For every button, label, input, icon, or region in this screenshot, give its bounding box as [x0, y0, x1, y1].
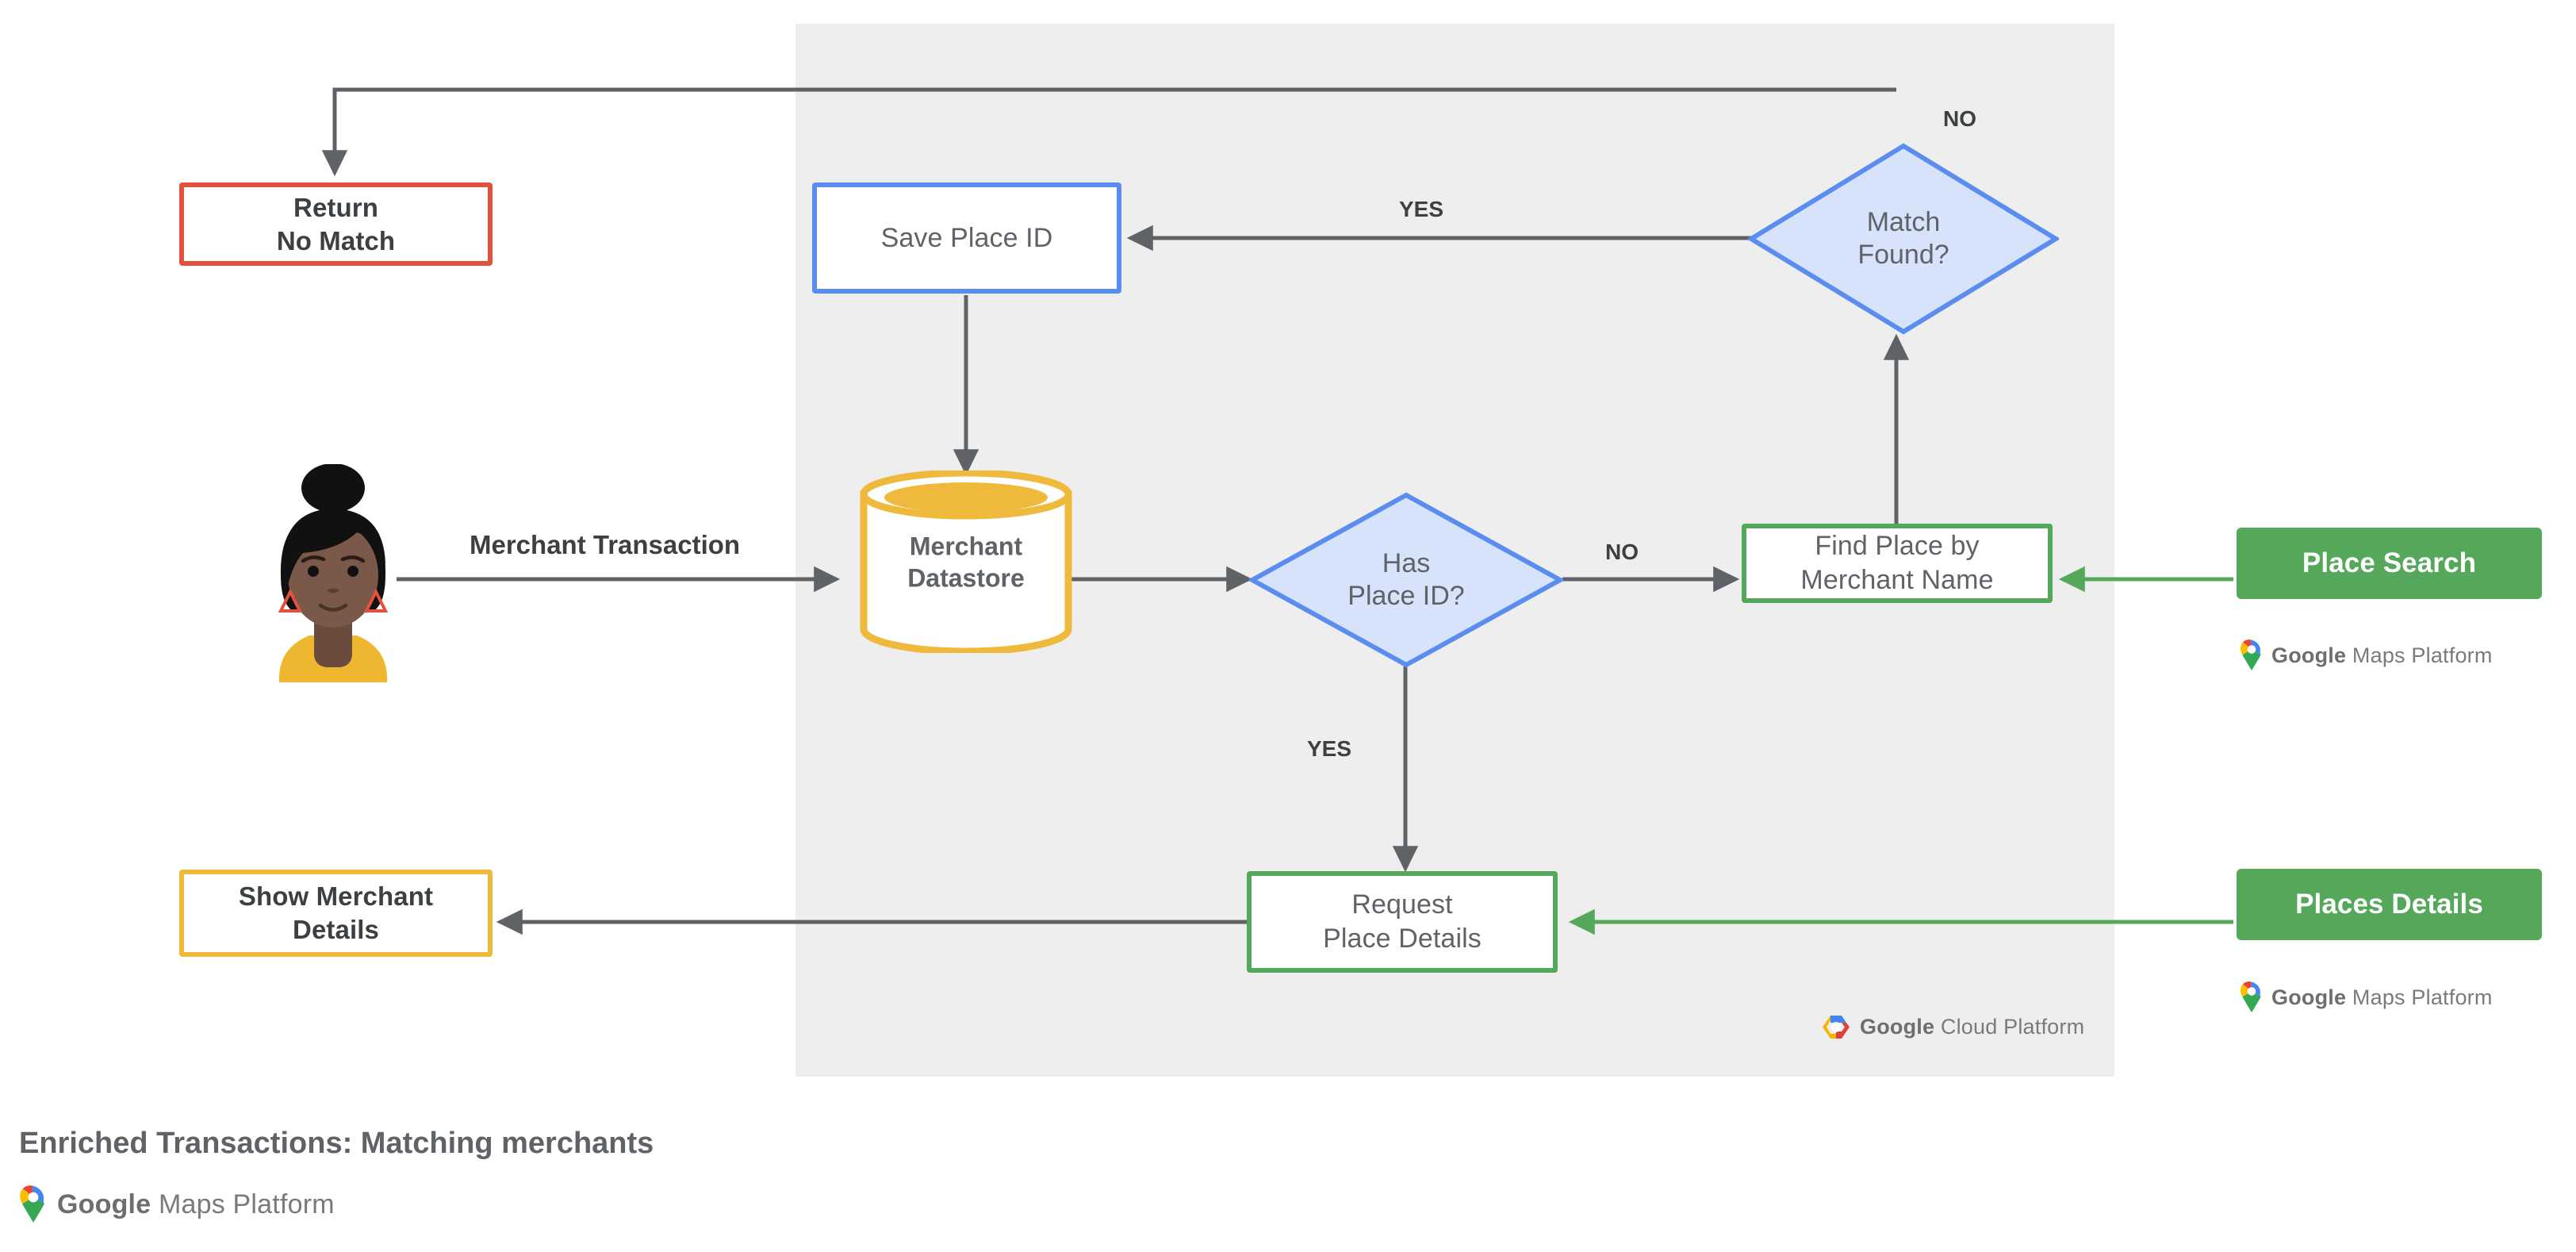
node-request-place-details-label: Request Place Details	[1323, 889, 1482, 954]
node-find-place-by-merchant-name-label: Find Place by Merchant Name	[1800, 531, 1994, 595]
node-has-place-id-decision[interactable]: Has Place ID?	[1249, 492, 1563, 668]
logo-google-word: Google	[57, 1189, 151, 1219]
node-save-place-id[interactable]: Save Place ID	[812, 182, 1121, 294]
node-merchant-datastore[interactable]: Merchant Datastore	[860, 470, 1072, 653]
edge-label-match-found-yes: YES	[1399, 197, 1444, 221]
node-has-place-id-label: Has Place ID?	[1347, 547, 1465, 611]
customer-avatar	[262, 463, 404, 682]
cylinder-shape	[860, 470, 1072, 653]
avatar-illustration	[278, 463, 389, 682]
google-cloud-hexagon-icon	[1823, 1016, 1850, 1039]
edge-label-match-found-no: NO	[1943, 106, 1976, 131]
logo-google-word: Google	[2271, 643, 2347, 667]
google-maps-pin-icon	[2241, 639, 2261, 670]
node-match-found-label: Match Found?	[1857, 206, 1949, 270]
node-merchant-datastore-label: Merchant Datastore	[907, 532, 1025, 593]
maps-platform-logo-place-search: Google Maps Platform	[2240, 639, 2493, 671]
maps-platform-logo-text: Google Maps Platform	[57, 1189, 335, 1220]
diamond-shape	[1249, 492, 1563, 668]
logo-google-word: Google	[1860, 1015, 1935, 1039]
edge-label-has-place-id-no: NO	[1605, 540, 1639, 564]
node-places-details-api[interactable]: Places Details	[2237, 869, 2542, 940]
logo-product-word: Maps Platform	[2352, 985, 2493, 1009]
cloud-platform-logo-text: Google Cloud Platform	[1860, 1015, 2084, 1039]
maps-platform-logo-text: Google Maps Platform	[2271, 643, 2493, 668]
node-place-search-label: Place Search	[2302, 547, 2477, 578]
maps-platform-logo-places-details: Google Maps Platform	[2240, 981, 2493, 1013]
logo-product-word: Cloud Platform	[1940, 1015, 2085, 1039]
logo-product-word: Maps Platform	[158, 1189, 335, 1219]
node-show-merchant-details[interactable]: Show Merchant Details	[179, 870, 493, 957]
node-match-found-decision[interactable]: Match Found?	[1748, 143, 2059, 335]
edge-label-has-place-id-yes: YES	[1307, 736, 1352, 761]
diamond-shape	[1748, 143, 2059, 335]
logo-google-word: Google	[2271, 985, 2347, 1009]
google-maps-pin-icon	[20, 1185, 44, 1223]
node-return-no-match[interactable]: Return No Match	[179, 182, 493, 266]
maps-platform-logo-footer: Google Maps Platform	[19, 1185, 335, 1223]
node-place-search-api[interactable]: Place Search	[2237, 528, 2542, 599]
maps-platform-logo-text: Google Maps Platform	[2271, 985, 2493, 1010]
edge-label-merchant-transaction: Merchant Transaction	[470, 530, 741, 559]
google-maps-pin-icon	[2241, 981, 2261, 1012]
node-show-merchant-details-label: Show Merchant Details	[238, 881, 434, 944]
node-request-place-details[interactable]: Request Place Details	[1247, 871, 1558, 973]
node-places-details-label: Places Details	[2295, 888, 2483, 920]
node-find-place-by-merchant-name[interactable]: Find Place by Merchant Name	[1742, 524, 2053, 603]
diagram-caption: Enriched Transactions: Matching merchant…	[19, 1127, 654, 1160]
node-save-place-id-label: Save Place ID	[880, 222, 1053, 253]
node-return-no-match-label: Return No Match	[276, 192, 396, 255]
logo-product-word: Maps Platform	[2352, 643, 2493, 667]
cloud-platform-logo: Google Cloud Platform	[1822, 1014, 2084, 1040]
